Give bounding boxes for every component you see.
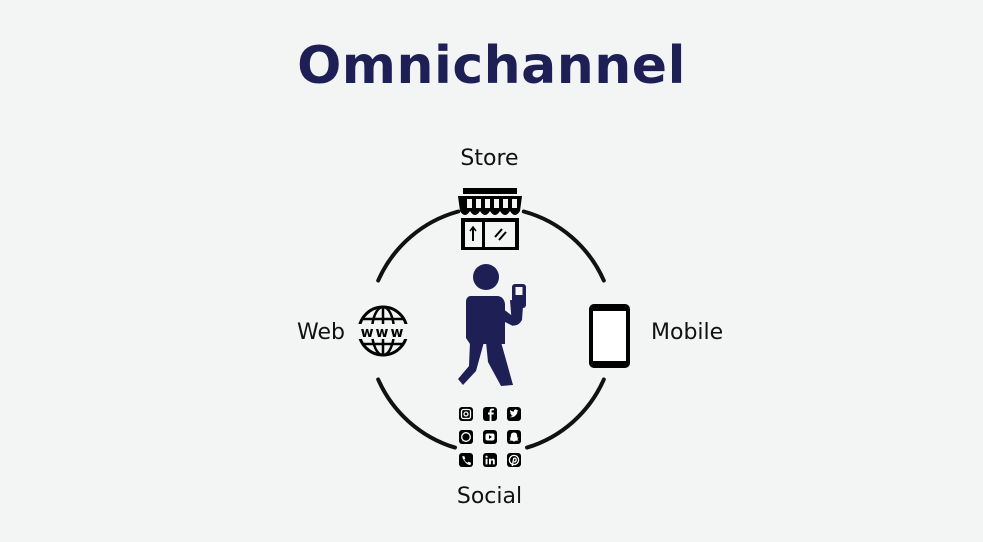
snapchat-icon bbox=[507, 430, 521, 444]
social-label: Social bbox=[456, 484, 523, 509]
social-icons-grid bbox=[459, 407, 521, 467]
www-text: www bbox=[361, 325, 406, 341]
mobile-label: Mobile bbox=[651, 320, 724, 345]
page-title: Omnichannel bbox=[297, 36, 686, 96]
channel-ring bbox=[376, 209, 606, 450]
whatsapp-icon bbox=[459, 430, 473, 444]
web-label: Web bbox=[297, 320, 345, 345]
mobile-phone-icon bbox=[589, 304, 630, 368]
twitter-icon bbox=[507, 407, 521, 421]
pinterest-icon bbox=[507, 453, 521, 467]
shopper-figure bbox=[458, 264, 526, 386]
instagram-icon bbox=[459, 407, 473, 421]
linkedin-icon bbox=[483, 453, 497, 467]
youtube-icon bbox=[483, 430, 497, 444]
facebook-icon bbox=[483, 407, 497, 421]
store-icon bbox=[458, 188, 522, 250]
phone-icon bbox=[459, 453, 473, 467]
globe-icon: www bbox=[354, 305, 412, 357]
store-label: Store bbox=[460, 146, 519, 171]
